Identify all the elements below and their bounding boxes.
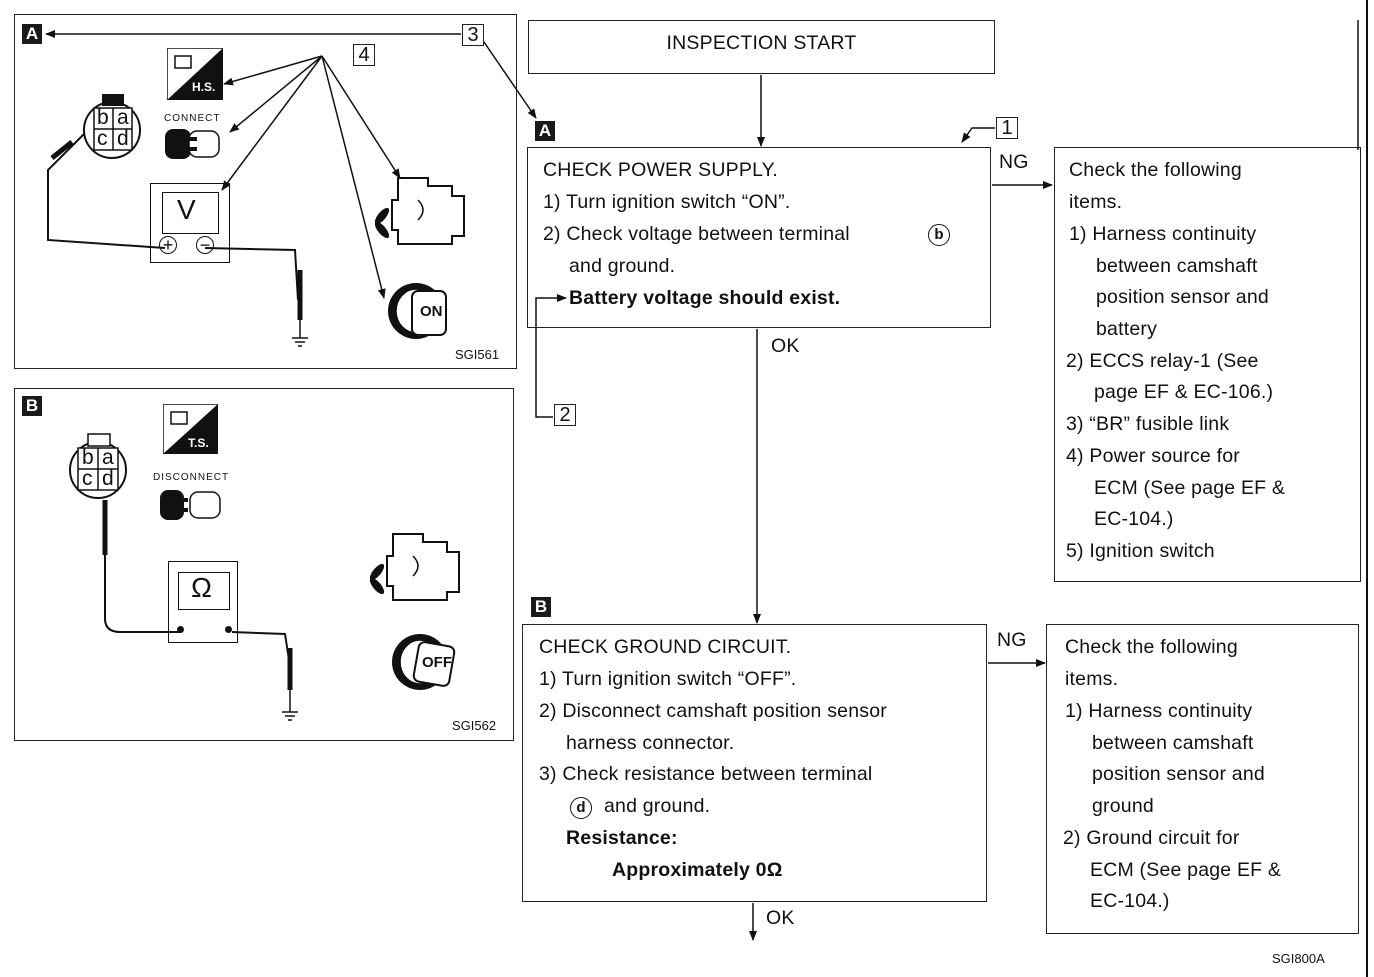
sensor-connector-a: b a c d <box>80 92 145 160</box>
ng-power-line: between camshaft <box>1096 255 1258 277</box>
voltmeter-symbol: V <box>177 194 196 225</box>
ng-ground-line: items. <box>1065 668 1119 690</box>
ng-ground-line: between camshaft <box>1092 732 1254 754</box>
ng-ground-line: position sensor and <box>1092 763 1265 785</box>
pin-c: c <box>97 127 108 150</box>
check-ground-step2a: 2) Disconnect camshaft position sensor <box>539 700 887 722</box>
terminal-d-symbol: d <box>570 797 592 819</box>
pin-d: d <box>117 127 129 150</box>
ref-3-label: 3 <box>462 24 484 46</box>
figure-b-code: SGI562 <box>452 718 497 733</box>
disconnect-label: DISCONNECT <box>153 472 230 483</box>
ng-ground-line: 2) Ground circuit for <box>1063 827 1240 849</box>
ng-power-line: 2) ECCS relay-1 (See <box>1066 350 1259 372</box>
ohmmeter: Ω <box>168 561 238 643</box>
ng-power-line: 4) Power source for <box>1066 445 1240 467</box>
check-ground-title: CHECK GROUND CIRCUIT. <box>539 636 792 658</box>
ng-ground-line: Check the following <box>1065 636 1238 658</box>
check-power-step2a: 2) Check voltage between terminal <box>543 223 850 245</box>
ng-ground-line: ECM (See page EF & <box>1090 859 1282 881</box>
ng-power-line: 3) “BR” fusible link <box>1066 413 1230 435</box>
ok-2-label: OK <box>766 907 795 929</box>
check-ground-step1: 1) Turn ignition switch “OFF”. <box>539 668 797 690</box>
ng-power-line: battery <box>1096 318 1158 340</box>
pin-a: a <box>102 446 114 469</box>
voltmeter: V + − <box>150 183 230 263</box>
ignition-key-off-icon: OFF <box>388 630 458 692</box>
ng-power-line: Check the following <box>1069 159 1242 181</box>
ref-1-label: 1 <box>996 117 1018 139</box>
ignition-key-on-icon: ON <box>384 279 454 341</box>
inspection-start-label: INSPECTION START <box>666 32 857 54</box>
ohmmeter-symbol: Ω <box>191 572 212 603</box>
ng-ground-line: ground <box>1092 795 1154 817</box>
ref-2-label: 2 <box>554 404 576 426</box>
terminal-b-symbol: b <box>928 224 950 246</box>
figure-a-tag: A <box>22 24 42 44</box>
ng-power-line: items. <box>1069 191 1123 213</box>
pin-b: b <box>97 106 109 129</box>
ng-power-line: position sensor and <box>1096 286 1269 308</box>
ok-1-label: OK <box>771 335 800 357</box>
ng-ground-line: EC-104.) <box>1090 890 1170 912</box>
ng-ground-line: 1) Harness continuity <box>1065 700 1253 722</box>
ng-power-line: 5) Ignition switch <box>1066 540 1215 562</box>
check-power-step1: 1) Turn ignition switch “ON”. <box>543 191 791 213</box>
figure-b-tag: B <box>22 396 42 416</box>
ts-label: T.S. <box>188 436 209 450</box>
pin-c: c <box>82 467 93 490</box>
resistance-value: Approximately 0Ω <box>612 859 783 881</box>
check-power-title: CHECK POWER SUPPLY. <box>543 159 778 181</box>
ng-power-line: 1) Harness continuity <box>1069 223 1257 245</box>
step-a-tag: A <box>535 121 555 141</box>
step-b-tag: B <box>531 597 551 617</box>
ng-2-label: NG <box>997 629 1027 651</box>
page-code: SGI800A <box>1272 951 1325 966</box>
pin-b: b <box>82 446 94 469</box>
check-ground-step2b: harness connector. <box>566 732 735 754</box>
check-power-result: Battery voltage should exist. <box>569 287 841 309</box>
connector-connect-icon <box>163 125 225 163</box>
ng-power-line: EC-104.) <box>1094 508 1174 530</box>
ng-1-label: NG <box>999 151 1029 173</box>
ng-power-items-box <box>1054 147 1361 582</box>
hs-label: H.S. <box>192 80 216 94</box>
terminal-b-letter: b <box>934 226 944 243</box>
terminal-d-letter: d <box>576 799 586 816</box>
connector-disconnect-icon <box>158 486 224 524</box>
pin-a: a <box>117 106 129 129</box>
check-ground-circuit-box <box>522 624 987 902</box>
sensor-connector-b: b a c d <box>64 432 134 500</box>
plus-terminal: + <box>159 236 177 254</box>
engine-icon <box>365 524 470 606</box>
check-ground-step3b: and ground. <box>604 795 711 817</box>
figure-a-code: SGI561 <box>455 347 500 362</box>
ng-ground-items-box <box>1046 624 1359 934</box>
connect-label: CONNECT <box>164 113 221 124</box>
check-ground-step3a: 3) Check resistance between terminal <box>539 763 873 785</box>
inspection-start-box <box>528 20 995 74</box>
check-power-supply-box <box>527 147 991 328</box>
key-off-label: OFF <box>422 654 452 671</box>
resistance-label: Resistance: <box>566 827 678 849</box>
engine-icon <box>370 168 475 250</box>
pin-d: d <box>102 467 114 490</box>
ng-power-line: ECM (See page EF & <box>1094 477 1286 499</box>
ref-4-label: 4 <box>353 44 375 66</box>
ng-power-line: page EF & EC-106.) <box>1094 381 1274 403</box>
key-on-label: ON <box>420 303 443 320</box>
hot-soak-icon: H.S. <box>167 48 223 100</box>
test-icon: T.S. <box>163 404 218 454</box>
minus-terminal: − <box>196 236 214 254</box>
check-power-step2b: and ground. <box>569 255 676 277</box>
